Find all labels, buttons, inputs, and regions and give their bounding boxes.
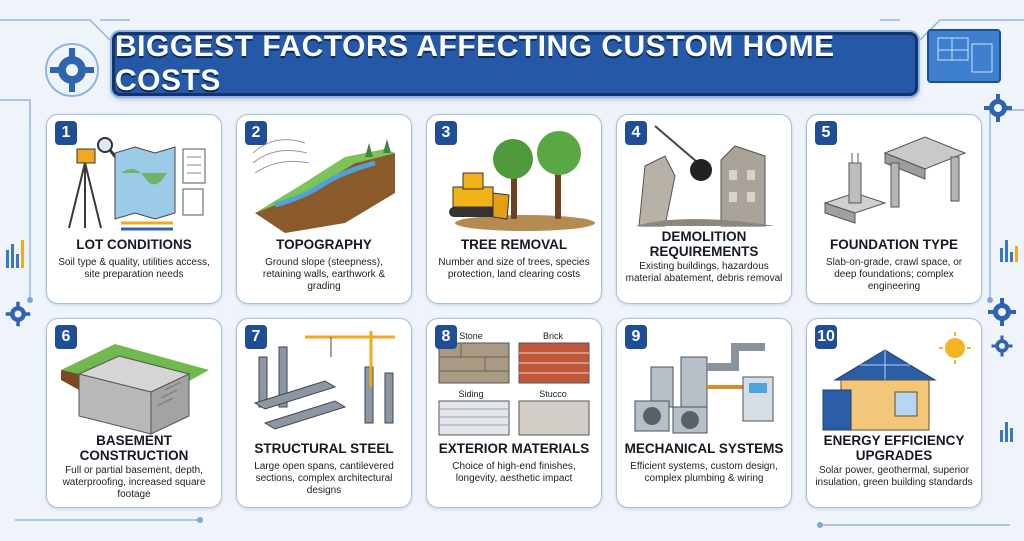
factor-title: Basement Construction — [79, 433, 189, 463]
gear-icon — [5, 301, 31, 327]
factor-number: 8 — [435, 325, 457, 349]
factor-title: Structural Steel — [254, 441, 394, 456]
factor-number: 3 — [435, 121, 457, 145]
gear-icon — [991, 335, 1013, 357]
hvac-pipes-icon — [634, 343, 774, 434]
factor-description: Existing buildings, hazardous material a… — [625, 261, 783, 284]
bulldozer-trees-icon — [449, 131, 595, 231]
factor-card-lot-conditions: 1 Lot Conditions Soil type & quality, ut… — [46, 114, 222, 304]
solar-house-icon — [822, 332, 971, 431]
gear-icon — [984, 94, 1012, 122]
factor-number: 4 — [625, 121, 647, 145]
factor-card-structural-steel: 7 Structural Steel Large open spans, can… — [236, 318, 412, 508]
factor-description: Ground slope (steepness), retaining wall… — [262, 257, 386, 292]
survey-tripod-map-icon — [68, 137, 206, 231]
title-banner: Biggest Factors Affecting Custom Home Co… — [112, 30, 918, 97]
factor-card-energy-efficiency-upgrades: 10 Energy Efficiency Upgrades Solar powe… — [806, 318, 982, 508]
page-title: Biggest Factors Affecting Custom Home Co… — [115, 30, 835, 97]
factor-description: Efficient systems, custom design, comple… — [630, 461, 778, 484]
factor-title: Topography — [276, 237, 372, 252]
factor-card-demolition-requirements: 4 Demolition Requirements Existing build… — [616, 114, 792, 304]
factor-card-tree-removal: 3 Tree Removal Number and size of trees,… — [426, 114, 602, 304]
basement-icon — [61, 344, 209, 435]
swatch-label-brick: Brick — [543, 331, 563, 341]
factor-number: 7 — [245, 325, 267, 349]
factor-card-exterior-materials: Stone Brick Siding Stucco 8 Exterior Mat… — [426, 318, 602, 508]
gear-icon — [45, 43, 99, 97]
swatch-label-siding: Siding — [458, 389, 483, 399]
wrecking-ball-icon — [635, 125, 775, 227]
factor-description: Number and size of trees, species protec… — [438, 257, 590, 280]
factor-card-foundation-type: 5 Foundation Type Slab-on-grade, crawl s… — [806, 114, 982, 304]
factor-card-topography: 2 Topography Ground slope (steepness), r… — [236, 114, 412, 304]
factor-card-basement-construction: 6 Basement Construction Full or partial … — [46, 318, 222, 508]
factor-title: Exterior Materials — [438, 441, 590, 456]
terrain-slope-icon — [252, 139, 395, 233]
factor-description: Full or partial basement, depth, waterpr… — [62, 465, 206, 500]
factor-card-mechanical-systems: 9 Mechanical Systems Efficient systems, … — [616, 318, 792, 508]
foundation-icon — [823, 136, 967, 224]
factor-title: Mechanical Systems — [624, 441, 784, 456]
material-swatches-icon: Stone Brick Siding Stucco — [438, 331, 590, 436]
factor-title: Tree Removal — [460, 237, 568, 252]
factor-title: Foundation Type — [830, 237, 958, 252]
swatch-label-stucco: Stucco — [539, 389, 567, 399]
factor-description: Choice of high-end finishes, longevity, … — [452, 461, 576, 484]
factor-description: Solar power, geothermal, superior insula… — [815, 465, 973, 488]
factor-title: Energy Efficiency Upgrades — [823, 433, 965, 463]
gear-icon — [988, 298, 1016, 326]
factor-number: 10 — [815, 325, 837, 349]
factor-description: Soil type & quality, utilities access, s… — [58, 257, 210, 280]
factor-description: Large open spans, cantilevered sections,… — [254, 461, 394, 496]
steel-beams-crane-icon — [253, 331, 395, 430]
factor-number: 1 — [55, 121, 77, 145]
factor-title: Demolition Requirements — [649, 229, 759, 259]
factor-title: Lot Conditions — [76, 237, 192, 252]
factor-number: 2 — [245, 121, 267, 145]
factor-description: Slab-on-grade, crawl space, or deep foun… — [825, 257, 963, 292]
factor-number: 5 — [815, 121, 837, 145]
swatch-label-stone: Stone — [459, 331, 483, 341]
factor-number: 9 — [625, 325, 647, 349]
factor-number: 6 — [55, 325, 77, 349]
